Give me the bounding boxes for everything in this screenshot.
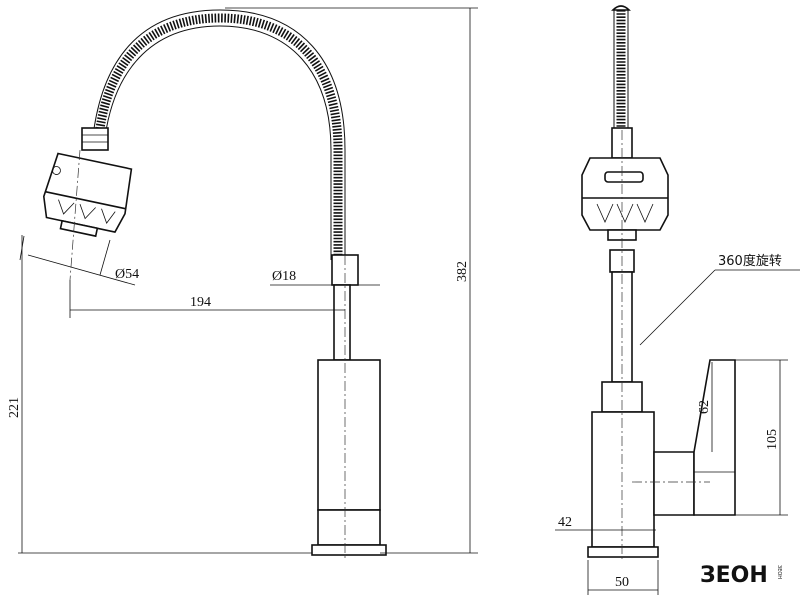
- flexible-hose: [93, 13, 343, 258]
- dim-reach: 194: [190, 295, 211, 310]
- rotation-note: 360度旋转: [718, 253, 782, 269]
- spray-head: [42, 152, 133, 238]
- main-body: [317, 359, 381, 511]
- left-view: Ø54 Ø18 194 382 221: [7, 7, 478, 560]
- body-side: [591, 411, 655, 548]
- dim-spray-diameter: Ø54: [115, 267, 139, 282]
- brand-logo: ЗЕОН ЗЕОН: [700, 563, 782, 588]
- body-ring: [317, 509, 381, 546]
- logo-text: ЗЕОН: [700, 563, 768, 588]
- handle: [653, 451, 695, 516]
- spray-head-side: [581, 157, 669, 241]
- right-view: 360度旋转 62 105 42 50: [555, 5, 800, 595]
- hose-collar: [81, 127, 109, 151]
- dim-body-width: 42: [558, 515, 572, 530]
- dim-handle-large: 105: [765, 429, 780, 450]
- logo-sub: ЗЕОН: [776, 565, 782, 579]
- dim-base-width: 50: [615, 575, 629, 590]
- dim-spout-height: 221: [7, 397, 22, 418]
- dim-handle-small: 62: [697, 400, 712, 414]
- base: [311, 544, 387, 556]
- dim-hose-diameter: Ø18: [272, 269, 296, 284]
- riser-pipe: [333, 284, 351, 361]
- dim-total-height: 382: [455, 261, 470, 282]
